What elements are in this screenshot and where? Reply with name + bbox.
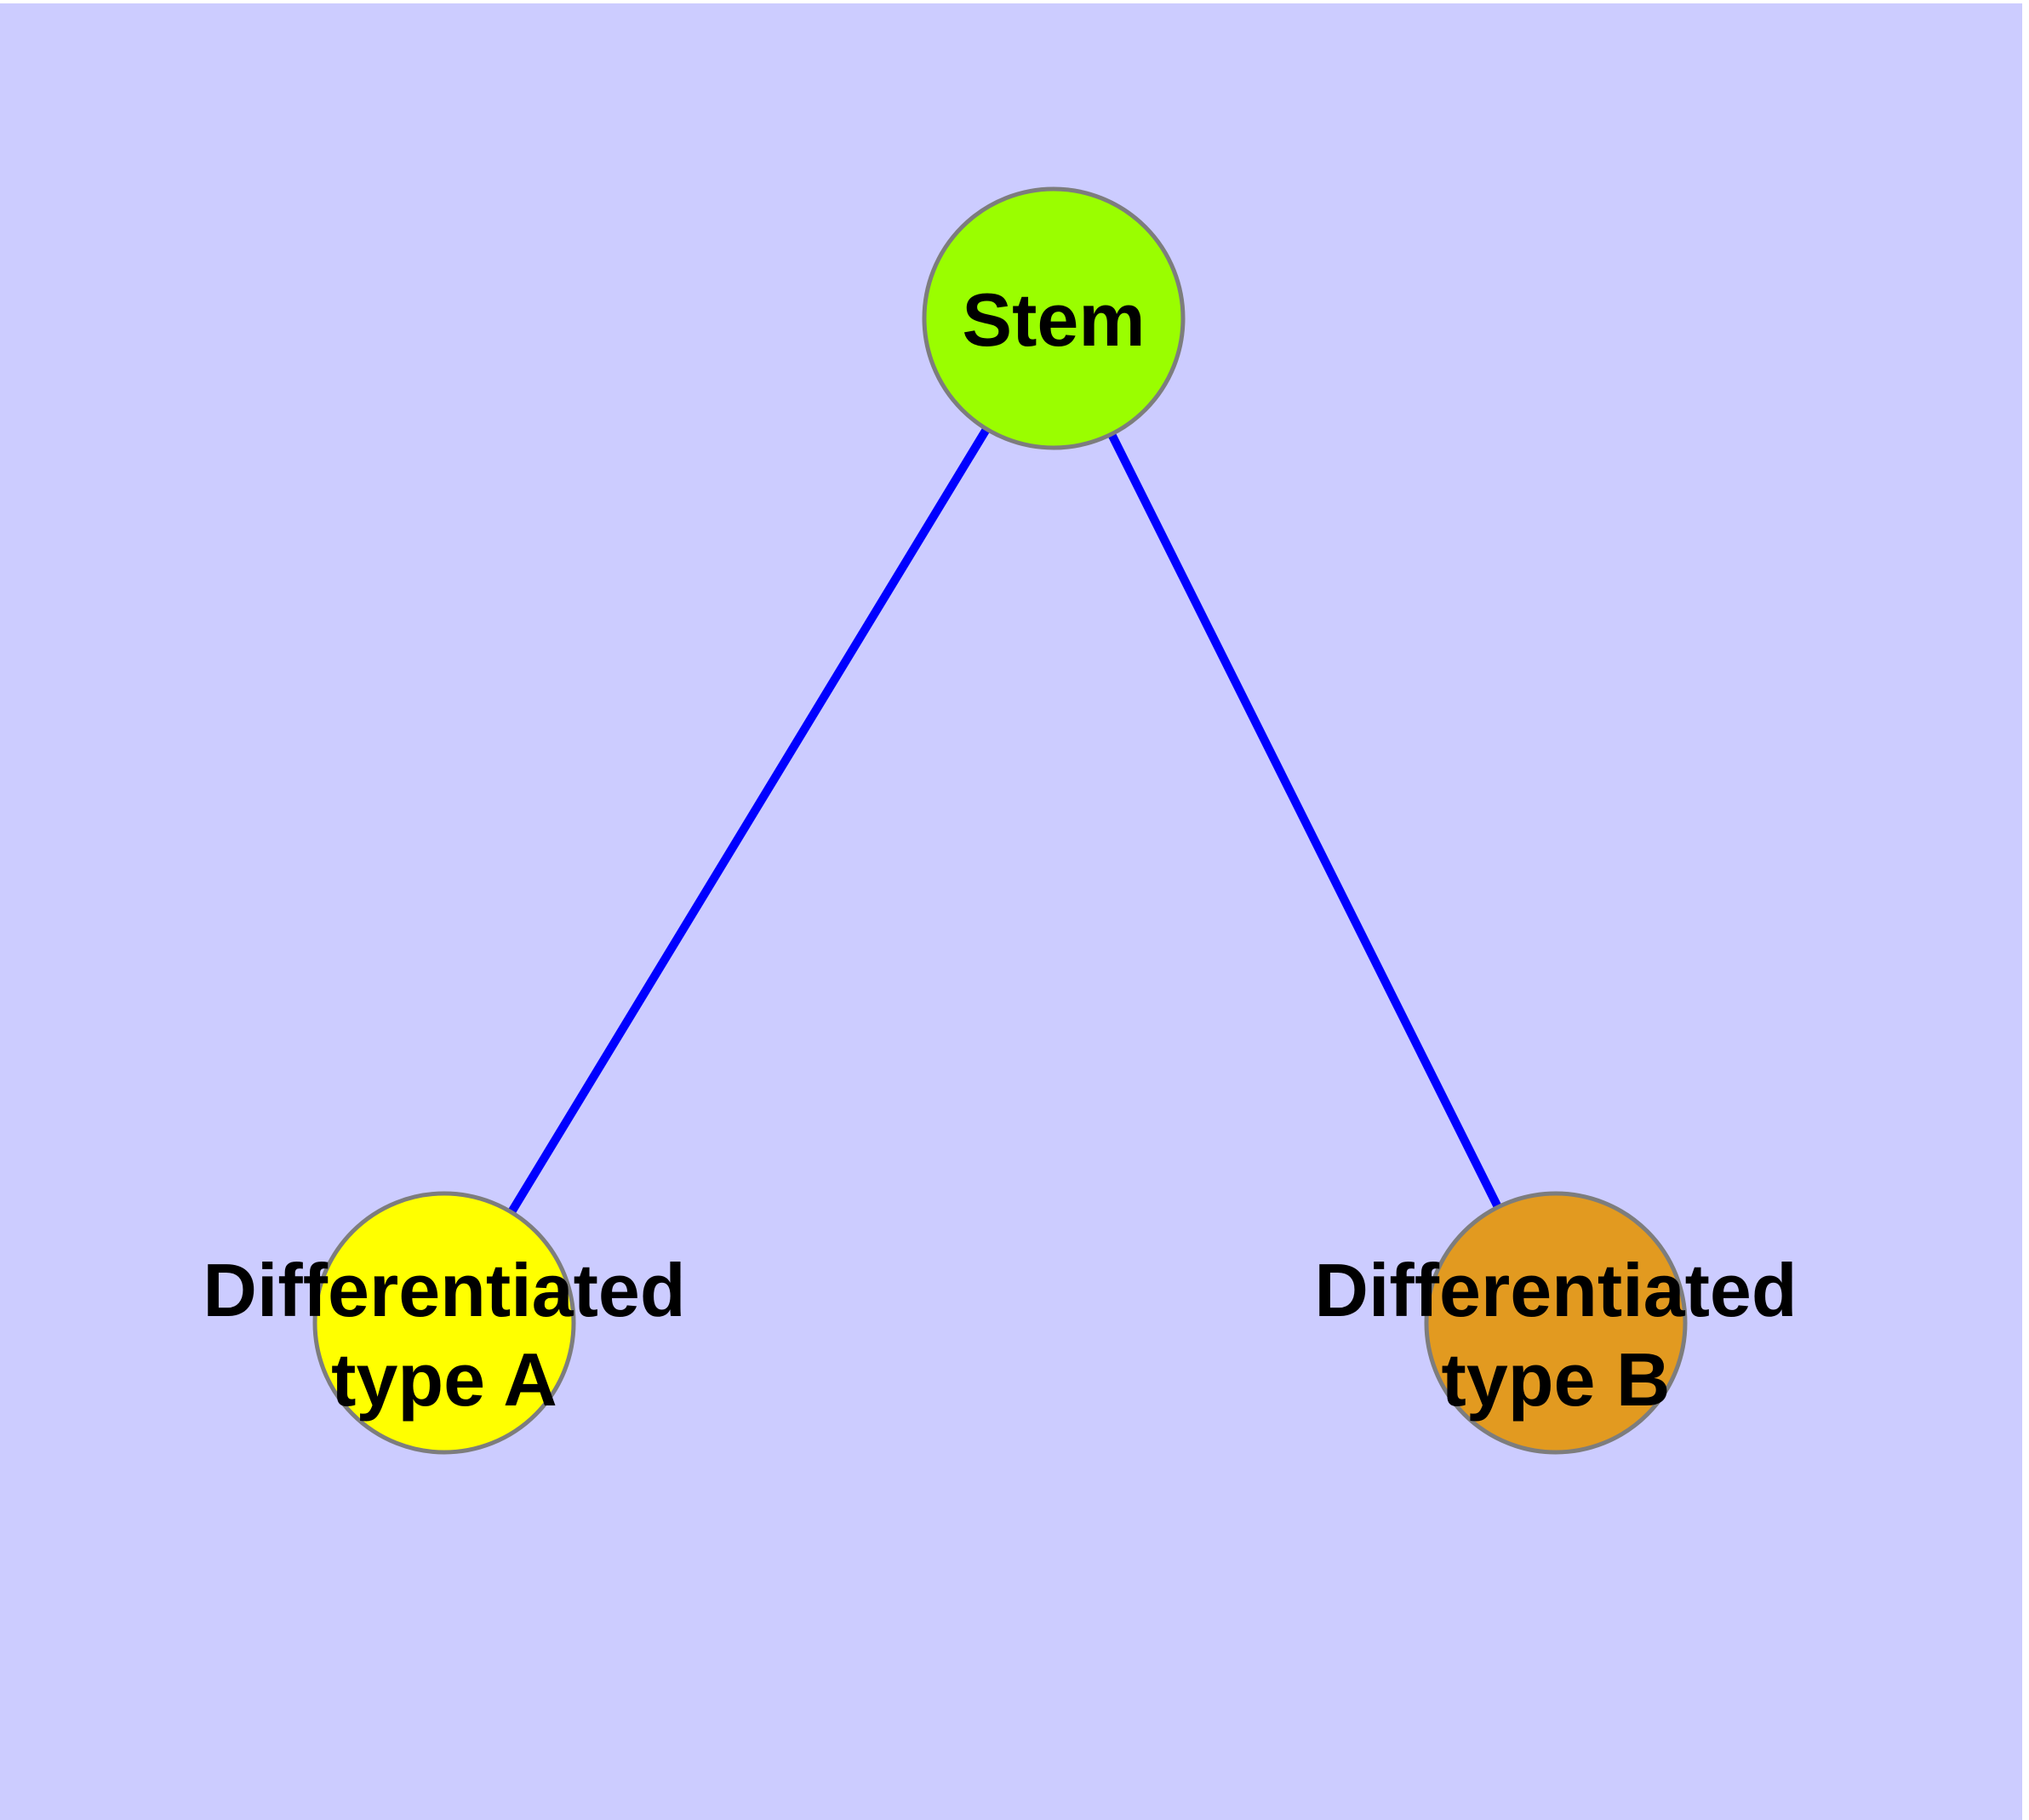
node-stem-label: Stem bbox=[962, 278, 1145, 362]
frame-right-margin bbox=[2022, 0, 2029, 1820]
node-type-b-label-line2: type B bbox=[1442, 1337, 1671, 1422]
node-stem bbox=[922, 186, 1186, 450]
node-type-a-label-line1: Differentiated bbox=[203, 1248, 685, 1332]
node-differentiated-type-b bbox=[1424, 1191, 1688, 1455]
node-type-a-label-line2: type A bbox=[331, 1337, 557, 1422]
frame-top-margin bbox=[0, 0, 2029, 3]
node-type-b-label-line1: Differentiated bbox=[1314, 1248, 1797, 1332]
edge-stem-to-type-b bbox=[1049, 316, 1560, 1325]
node-differentiated-type-a bbox=[312, 1191, 576, 1455]
edge-stem-to-type-a bbox=[440, 316, 1058, 1325]
